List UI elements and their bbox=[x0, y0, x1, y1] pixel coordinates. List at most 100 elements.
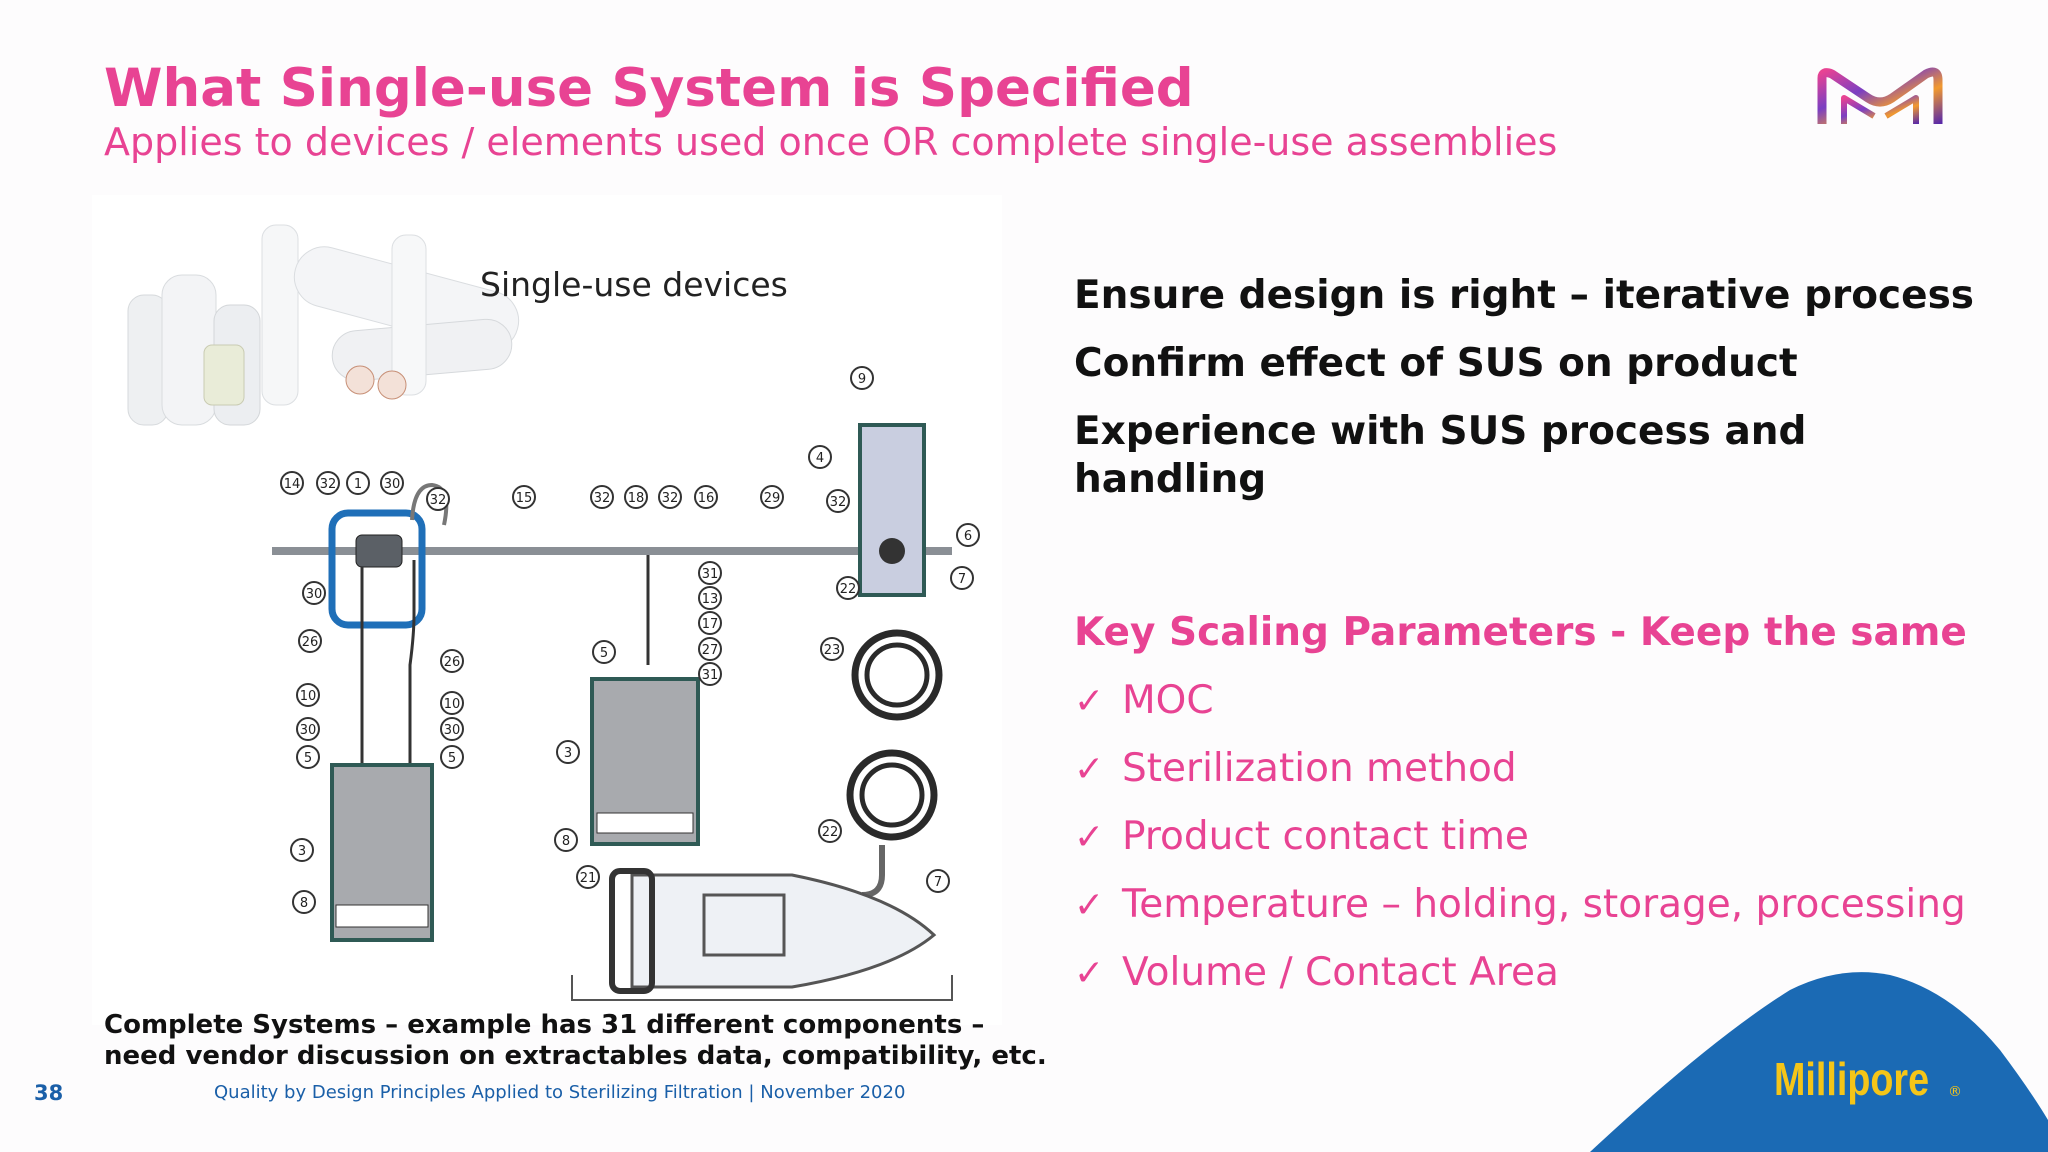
check-icon: ✓ bbox=[1074, 953, 1105, 994]
callout-label: 30 bbox=[300, 723, 317, 738]
callout-circle bbox=[850, 366, 874, 390]
callout-label: 14 bbox=[284, 477, 301, 492]
callout-label: 5 bbox=[304, 751, 312, 766]
page-number: 38 bbox=[34, 1081, 64, 1105]
callout-circle bbox=[346, 471, 370, 495]
callout-label: 5 bbox=[600, 646, 608, 661]
devices-label: Single-use devices bbox=[480, 265, 788, 304]
callout-circle bbox=[818, 819, 842, 843]
callout-circle bbox=[302, 581, 326, 605]
callout-label: 32 bbox=[830, 495, 847, 510]
key-params-heading: Key Scaling Parameters - Keep the same bbox=[1074, 610, 1967, 655]
callout-label: 6 bbox=[964, 529, 972, 544]
callout-label: 3 bbox=[564, 746, 572, 761]
callout-circle bbox=[296, 745, 320, 769]
callout-label: 22 bbox=[840, 582, 857, 597]
callout-label: 3 bbox=[298, 844, 306, 859]
callout-circle bbox=[380, 471, 404, 495]
millipore-brand: Millipore bbox=[1774, 1053, 1930, 1105]
brand-wave-shape bbox=[1590, 972, 2048, 1152]
callout-label: 9 bbox=[858, 372, 866, 387]
callout-circle bbox=[296, 683, 320, 707]
callout-label: 8 bbox=[300, 896, 308, 911]
callout-circle bbox=[698, 586, 722, 610]
callout-label: 8 bbox=[562, 834, 570, 849]
callout-label: 27 bbox=[702, 643, 719, 658]
callout-circle bbox=[556, 740, 580, 764]
callout-label: 4 bbox=[816, 451, 824, 466]
check-icon: ✓ bbox=[1074, 749, 1105, 790]
callout-circle bbox=[512, 485, 536, 509]
callout-label: 26 bbox=[444, 655, 461, 670]
callout-circle bbox=[950, 566, 974, 590]
callout-label: 32 bbox=[320, 477, 337, 492]
callout-circle bbox=[298, 629, 322, 653]
callout-circle bbox=[440, 745, 464, 769]
callout-circle bbox=[826, 489, 850, 513]
callout-label: 1 bbox=[354, 477, 362, 492]
m-logo-icon bbox=[1817, 67, 1943, 124]
slide-subtitle: Applies to devices / elements used once … bbox=[104, 120, 1558, 164]
callout-circle bbox=[554, 828, 578, 852]
callout-label: 31 bbox=[702, 567, 719, 582]
callout-label: 22 bbox=[822, 825, 839, 840]
callout-circle bbox=[624, 485, 648, 509]
param-moc: ✓MOC bbox=[1074, 678, 1214, 723]
point-confirm-effect: Confirm effect of SUS on product bbox=[1074, 341, 1798, 386]
callout-circle bbox=[760, 485, 784, 509]
callout-circle bbox=[592, 640, 616, 664]
param-sterilization: ✓Sterilization method bbox=[1074, 746, 1517, 791]
callout-circle bbox=[698, 662, 722, 686]
callout-label: 32 bbox=[662, 491, 679, 506]
callout-label: 5 bbox=[448, 751, 456, 766]
callout-circle bbox=[698, 611, 722, 635]
callout-circle bbox=[658, 485, 682, 509]
callout-circle bbox=[694, 485, 718, 509]
callout-label: 32 bbox=[594, 491, 611, 506]
callout-label: 7 bbox=[934, 875, 942, 890]
callout-label: 10 bbox=[300, 689, 317, 704]
callout-label: 15 bbox=[516, 491, 533, 506]
param-contact-time: ✓Product contact time bbox=[1074, 814, 1529, 859]
single-use-devices-photo bbox=[127, 224, 520, 426]
footer-text: Quality by Design Principles Applied to … bbox=[214, 1082, 906, 1103]
callout-circle bbox=[440, 717, 464, 741]
check-icon: ✓ bbox=[1074, 885, 1105, 926]
callout-circle bbox=[296, 717, 320, 741]
param-volume: ✓Volume / Contact Area bbox=[1074, 950, 1559, 995]
callout-label: 18 bbox=[628, 491, 645, 506]
callout-label: 30 bbox=[444, 723, 461, 738]
callout-label: 32 bbox=[430, 493, 447, 508]
callout-circle bbox=[820, 637, 844, 661]
slide-title: What Single-use System is Specified bbox=[104, 58, 1194, 119]
callout-label: 7 bbox=[958, 572, 966, 587]
callout-label: 10 bbox=[444, 697, 461, 712]
callout-label: 13 bbox=[702, 592, 719, 607]
callout-label: 23 bbox=[824, 643, 841, 658]
callout-circle bbox=[316, 471, 340, 495]
param-temperature: ✓Temperature – holding, storage, process… bbox=[1074, 882, 1966, 927]
callout-label: 30 bbox=[384, 477, 401, 492]
callout-circle bbox=[808, 445, 832, 469]
callout-label: 29 bbox=[764, 491, 781, 506]
point-design-iterative: Ensure design is right – iterative proce… bbox=[1074, 273, 1975, 318]
callout-label: 17 bbox=[702, 617, 719, 632]
callout-circle bbox=[576, 865, 600, 889]
callout-label: 21 bbox=[580, 871, 597, 886]
callout-circle bbox=[926, 869, 950, 893]
figure-caption: Complete Systems – example has 31 differ… bbox=[104, 1010, 1064, 1072]
point-experience-handling: Experience with SUS process and handling bbox=[1074, 409, 1807, 502]
caption-line-2: need vendor discussion on extractables d… bbox=[104, 1041, 1047, 1071]
check-icon: ✓ bbox=[1074, 681, 1105, 722]
callout-circle bbox=[280, 471, 304, 495]
callout-label: 30 bbox=[306, 587, 323, 602]
registered-mark: ® bbox=[1948, 1084, 1962, 1100]
callout-circle bbox=[590, 485, 614, 509]
callout-circle bbox=[956, 523, 980, 547]
callout-circle bbox=[440, 691, 464, 715]
callout-circle bbox=[290, 838, 314, 862]
callout-label: 31 bbox=[702, 668, 719, 683]
check-icon: ✓ bbox=[1074, 817, 1105, 858]
